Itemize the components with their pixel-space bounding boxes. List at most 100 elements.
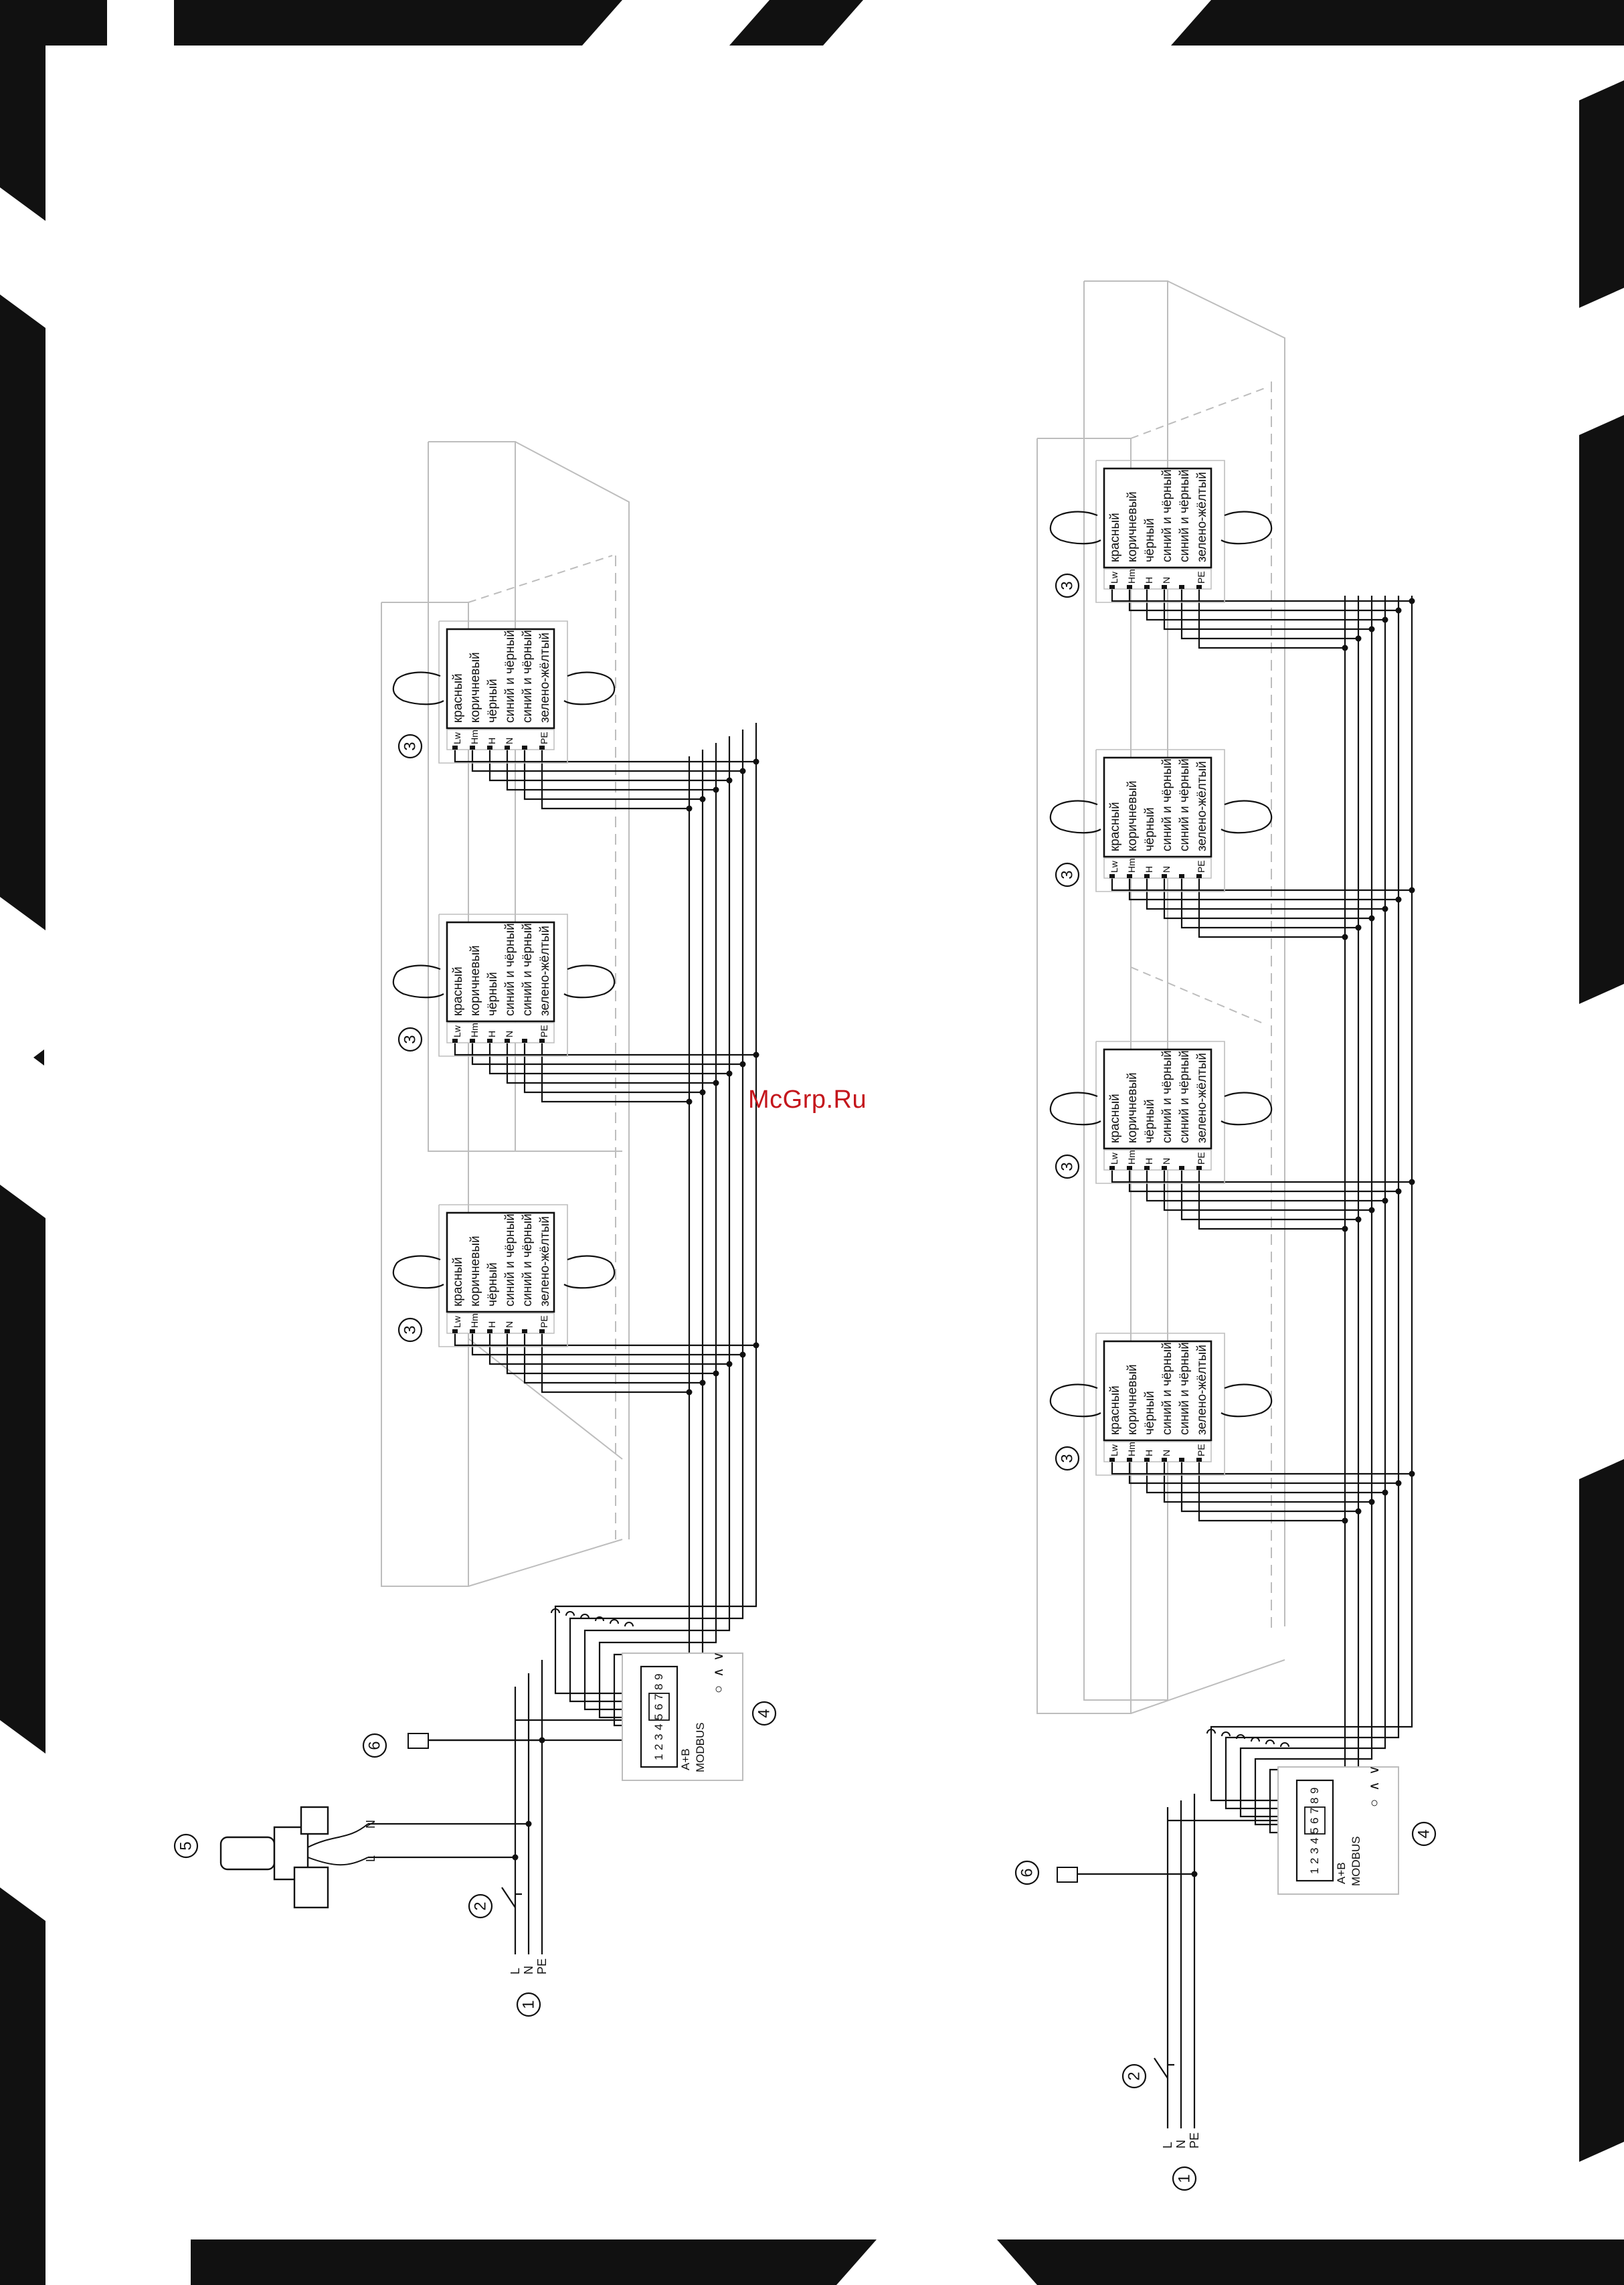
- terminal-screw: [470, 1329, 475, 1333]
- terminal-label: H: [1144, 866, 1154, 873]
- mounting-ear-icon: [1221, 511, 1273, 545]
- controller-button-icon: ∨: [711, 1651, 726, 1661]
- cabinet-outline: [468, 1539, 623, 1587]
- wire: [569, 730, 744, 1703]
- wire: [506, 750, 716, 791]
- callout-circle: [362, 1733, 387, 1758]
- callout-circle: [751, 1701, 777, 1726]
- mounting-ear-icon: [1049, 511, 1101, 545]
- sensor-icon: [1057, 1867, 1078, 1883]
- mounting-ear-icon: [1221, 800, 1273, 834]
- terminal-label: Hm: [469, 730, 480, 744]
- terminal-screw: [1196, 1458, 1202, 1462]
- terminal-label: Hm: [1126, 1150, 1137, 1165]
- callout-circle: [1121, 2063, 1147, 2089]
- wire-color-label: синий и чёрный: [1160, 758, 1174, 851]
- callout-c2: 2: [1121, 2063, 1147, 2089]
- wire: [598, 743, 717, 1719]
- callout-c6: 6: [362, 1733, 387, 1758]
- border-stripe: [1579, 1459, 1624, 2162]
- callout-circle: [1055, 1154, 1080, 1179]
- terminal-label: PE: [1196, 1152, 1206, 1165]
- terminal-number: 3: [652, 1734, 665, 1740]
- wire-color-label: синий и чёрный: [1178, 1342, 1192, 1435]
- wire-label-box: [446, 921, 555, 1023]
- callout-number: 2: [472, 1901, 490, 1910]
- terminal-screw: [452, 746, 458, 750]
- wire-crossover: [610, 1619, 619, 1624]
- terminal-number: 1: [1308, 1868, 1321, 1874]
- wire: [1111, 878, 1412, 892]
- wire-label-box: [446, 1211, 555, 1313]
- controller-button-icon: ∧: [1367, 1781, 1382, 1791]
- wire-crossover: [624, 1622, 634, 1627]
- terminal-screw: [1109, 874, 1115, 878]
- terminal-screw: [1179, 1458, 1184, 1462]
- valve-wire-label: N: [364, 1820, 377, 1829]
- terminal-screw: [1162, 585, 1167, 589]
- terminal-strip: [446, 1313, 555, 1334]
- wire: [1146, 589, 1385, 621]
- wire: [1180, 1462, 1358, 1513]
- terminal-label: Lw: [1109, 571, 1119, 584]
- terminal-label: N: [1161, 1158, 1172, 1165]
- callout-circle: [1014, 1860, 1040, 1885]
- terminal-label: H: [486, 1321, 497, 1328]
- unit-frame: [438, 1204, 568, 1347]
- wire-crossover: [580, 1614, 590, 1619]
- margin-arrow-icon: [33, 1049, 44, 1066]
- wire: [506, 1043, 716, 1084]
- wire-color-label: синий и чёрный: [521, 923, 535, 1016]
- callout-c1: 1: [516, 1992, 541, 2017]
- mounting-ear-icon: [392, 671, 444, 705]
- terminal-label: N: [1161, 577, 1172, 584]
- junction-dot: [512, 1854, 519, 1861]
- callout-number: 3: [1059, 870, 1077, 879]
- wire-label-box: [1103, 1340, 1212, 1442]
- mounting-ear-icon: [563, 671, 616, 705]
- bus-label: A+B: [679, 1748, 692, 1770]
- wire-color-label: синий и чёрный: [1160, 469, 1174, 562]
- terminal-label: N: [1161, 866, 1172, 873]
- wire: [1163, 1170, 1372, 1211]
- callout-c5: 5: [173, 1833, 199, 1859]
- wire-crossover: [1221, 1731, 1231, 1737]
- wire-label-box: [1103, 1048, 1212, 1150]
- cabinet-outline: [1167, 280, 1285, 1626]
- wire: [506, 1333, 716, 1375]
- wire: [1254, 596, 1373, 1826]
- wire: [1198, 589, 1345, 649]
- terminal-screw: [539, 1329, 545, 1333]
- wire-color-label: зелено-жёлтый: [1195, 1345, 1209, 1435]
- supply-label: N: [522, 1966, 535, 1974]
- wire-crossover: [1236, 1734, 1245, 1740]
- unit-frame: [438, 620, 568, 764]
- terminal-block: [1295, 1779, 1334, 1882]
- terminal-strip: [1103, 568, 1212, 590]
- valve-wire-label: L: [364, 1855, 377, 1862]
- wire-color-label: чёрный: [486, 1262, 500, 1306]
- callout-c4: 4: [751, 1701, 777, 1726]
- wire: [1180, 1170, 1358, 1221]
- unit-frame: [1095, 1333, 1225, 1476]
- terminal-number: 3: [1308, 1848, 1321, 1854]
- wire-color-label: синий и чёрный: [1178, 469, 1192, 562]
- terminal-strip: [446, 1022, 555, 1043]
- wire-color-label: коричневый: [468, 945, 482, 1016]
- cabinet-outline: [1130, 388, 1265, 439]
- terminal-screw: [1109, 1166, 1115, 1170]
- terminal-label: N: [504, 1031, 515, 1037]
- wire-color-label: чёрный: [1143, 518, 1157, 562]
- wire-color-label: красный: [1108, 1385, 1122, 1435]
- callout-circle: [173, 1833, 199, 1859]
- cabinet-outline: [1130, 966, 1265, 1025]
- terminal-screw: [1127, 1458, 1132, 1462]
- terminal-label: H: [486, 1031, 497, 1037]
- wire: [1111, 1170, 1412, 1183]
- controller-button-icon: ○: [1367, 1799, 1382, 1807]
